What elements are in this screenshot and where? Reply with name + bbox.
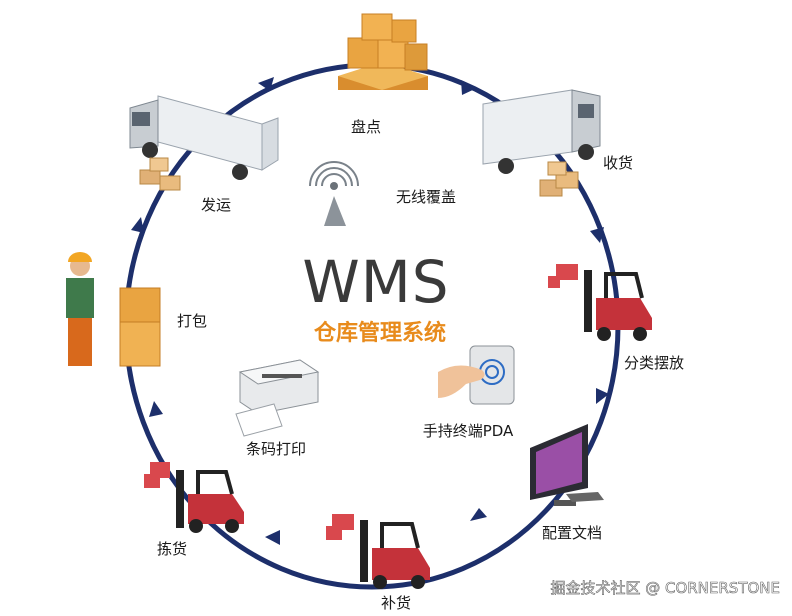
arrow-bottom-right <box>470 508 487 521</box>
main-subtitle: 仓库管理系统 <box>313 320 446 346</box>
arrow-left-upper <box>131 217 144 233</box>
truck-right-icon <box>482 89 601 174</box>
forklift-picking-icon <box>144 462 244 533</box>
feature-label-barcode: 条码打印 <box>246 440 306 458</box>
arrow-bottom-left <box>265 530 280 545</box>
monitor-icon <box>530 424 604 506</box>
step-label-shipping: 发运 <box>201 196 231 214</box>
arrow-left-lower <box>149 401 163 417</box>
pda-handheld-icon <box>438 345 515 405</box>
step-label-packing: 打包 <box>177 312 207 330</box>
main-title: WMS <box>302 248 449 316</box>
truck-left-icon <box>129 95 279 180</box>
step-label-picking: 拣货 <box>157 540 187 558</box>
arrow-top-right <box>461 80 477 95</box>
feature-label-pda: 手持终端PDA <box>423 422 514 440</box>
step-label-replenish: 补货 <box>381 594 411 612</box>
step-label-inventory: 盘点 <box>351 118 381 136</box>
step-label-sorting: 分类摆放 <box>624 354 684 372</box>
arrow-right-upper <box>590 227 604 243</box>
forklift-replenish-icon <box>326 514 430 589</box>
watermark-text: 掘金技术社区 @ CORNERSTONE <box>550 579 780 597</box>
forklift-sorting-icon <box>548 264 652 341</box>
boxes-right-small-icon <box>539 161 579 197</box>
feature-label-wireless: 无线覆盖 <box>396 188 456 206</box>
worker-with-boxes-icon <box>66 252 161 367</box>
step-label-receiving: 收货 <box>603 154 633 172</box>
wireless-antenna-icon <box>309 161 359 226</box>
step-label-config: 配置文档 <box>542 524 602 542</box>
pallet-boxes-icon <box>338 13 428 90</box>
arrow-right-lower <box>596 388 609 404</box>
cycle-arrows <box>131 77 609 545</box>
barcode-printer-icon <box>235 359 320 437</box>
arrow-top-left <box>258 77 274 91</box>
boxes-left-small-icon <box>139 157 181 191</box>
